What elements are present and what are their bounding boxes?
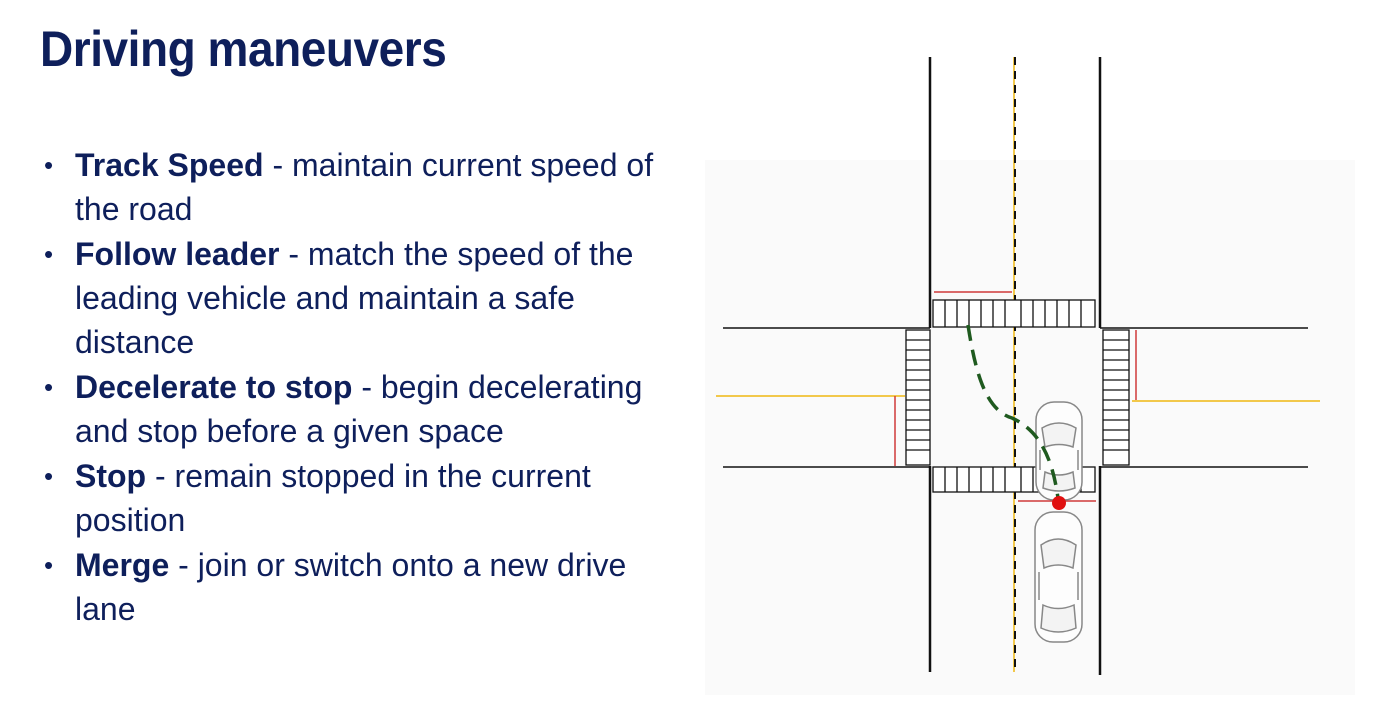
vertical-road-edges [928, 57, 1102, 675]
crosswalk-north [932, 299, 1096, 328]
horizontal-road-edges [723, 327, 1308, 468]
bullet-description: - remain stopped in the current position [75, 458, 591, 538]
list-item-follow-leader: • Follow leader - match the speed of the… [40, 232, 690, 364]
list-item-decelerate-to-stop: • Decelerate to stop - begin deceleratin… [40, 365, 690, 453]
bullet-term: Follow leader [75, 236, 280, 272]
intersection-diagram [705, 57, 1355, 695]
crosswalk-east [1102, 329, 1130, 466]
bullet-icon: • [44, 461, 54, 491]
bullet-description: - match the speed of the leading vehicle… [75, 236, 634, 360]
stop-point-marker [1052, 496, 1066, 510]
car-in-intersection-icon [1035, 401, 1083, 501]
bullet-term: Track Speed [75, 147, 264, 183]
bullet-term: Decelerate to stop [75, 369, 353, 405]
list-item-merge: • Merge - join or switch onto a new driv… [40, 543, 690, 631]
bullet-term: Merge [75, 547, 170, 583]
planned-path [966, 324, 1060, 499]
bullet-icon: • [44, 550, 54, 580]
bullet-term: Stop [75, 458, 147, 494]
bullet-icon: • [44, 239, 54, 269]
bullet-icon: • [44, 150, 54, 180]
diagram-background [705, 160, 1355, 695]
bullet-icon: • [44, 372, 54, 402]
bullet-description: - maintain current speed of the road [75, 147, 654, 227]
maneuver-list: • Track Speed - maintain current speed o… [40, 143, 690, 632]
stop-lines [894, 291, 1137, 502]
bullet-description: - begin decelerating and stop before a g… [75, 369, 643, 449]
car-behind-icon [1034, 511, 1083, 643]
crosswalk-west [905, 329, 931, 466]
bullet-description: - join or switch onto a new drive lane [75, 547, 627, 627]
list-item-stop: • Stop - remain stopped in the current p… [40, 454, 690, 542]
list-item-track-speed: • Track Speed - maintain current speed o… [40, 143, 690, 231]
slide-title: Driving maneuvers [40, 21, 447, 77]
